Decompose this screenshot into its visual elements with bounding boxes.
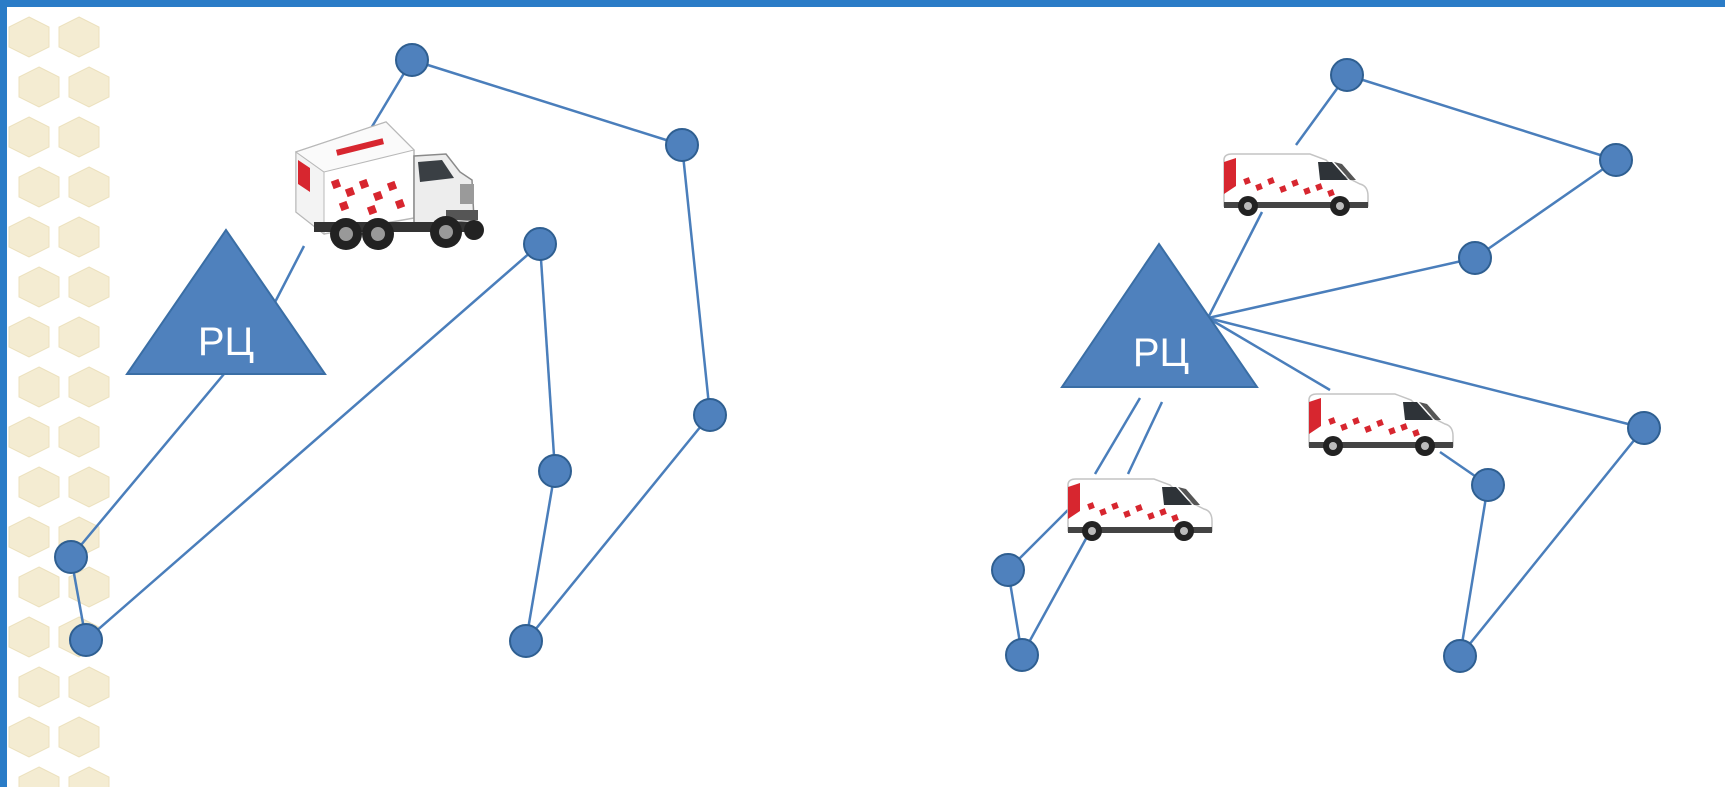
delivery-point <box>395 43 429 77</box>
pattern-box-icon <box>18 666 60 708</box>
delivery-point <box>1471 468 1505 502</box>
route-line <box>411 58 683 147</box>
pattern-box-icon <box>8 516 50 558</box>
delivery-point <box>693 398 727 432</box>
route-line <box>1126 401 1164 475</box>
pattern-box-icon <box>18 366 60 408</box>
delivery-point <box>1599 143 1633 177</box>
van-icon <box>1067 478 1213 542</box>
pattern-box-icon <box>58 416 100 458</box>
delivery-point <box>665 128 699 162</box>
pattern-box-icon <box>58 716 100 758</box>
pattern-box-icon <box>58 316 100 358</box>
delivery-point <box>54 540 88 574</box>
route-line <box>1458 484 1490 657</box>
route-line <box>680 144 712 416</box>
route-line <box>1207 316 1331 392</box>
distribution-center-triangle <box>1060 242 1259 388</box>
route-line <box>1206 211 1264 319</box>
distribution-center-label: РЦ <box>198 320 254 364</box>
pattern-box-icon <box>18 566 60 608</box>
van-icon <box>1223 153 1369 217</box>
pattern-box-icon <box>68 266 110 308</box>
pattern-box-icon <box>18 266 60 308</box>
right-scheme: РЦ <box>991 58 1661 673</box>
route-line <box>525 414 711 642</box>
truck-icon <box>295 121 485 251</box>
route-line <box>538 243 557 472</box>
route-line <box>70 373 225 558</box>
van-icon <box>1308 393 1454 457</box>
pattern-box-icon <box>58 16 100 58</box>
pattern-box-icon <box>58 216 100 258</box>
delivery-point <box>1005 638 1039 672</box>
route-line <box>1474 158 1617 260</box>
pattern-box-icon <box>8 116 50 158</box>
route-line <box>1020 534 1090 656</box>
distribution-center-label: РЦ <box>1133 331 1189 375</box>
pattern-box-icon <box>18 66 60 108</box>
pattern-box-icon <box>68 666 110 708</box>
pattern-box-icon <box>68 466 110 508</box>
delivery-point <box>1443 639 1477 673</box>
delivery-point <box>509 624 543 658</box>
route-line <box>1346 73 1617 162</box>
pattern-box-icon <box>18 466 60 508</box>
delivery-point <box>1627 411 1661 445</box>
delivery-point <box>991 553 1025 587</box>
distribution-center-triangle <box>125 228 327 375</box>
left-scheme: РЦ <box>54 43 727 658</box>
frame-top-bar <box>0 0 1725 7</box>
box-pattern-background <box>8 16 110 787</box>
pattern-box-icon <box>8 716 50 758</box>
delivery-point <box>1458 241 1492 275</box>
route-line <box>1459 427 1645 657</box>
pattern-box-icon <box>68 766 110 787</box>
pattern-box-icon <box>68 66 110 108</box>
delivery-point <box>69 623 103 657</box>
route-line <box>1207 316 1645 430</box>
route-line <box>270 245 306 309</box>
pattern-box-icon <box>8 216 50 258</box>
route-line <box>1207 256 1476 320</box>
pattern-box-icon <box>58 116 100 158</box>
delivery-point <box>1330 58 1364 92</box>
route-line <box>524 470 557 642</box>
delivery-point <box>538 454 572 488</box>
pattern-box-icon <box>8 616 50 658</box>
pattern-box-icon <box>8 416 50 458</box>
frame-left-bar <box>0 0 7 787</box>
delivery-point <box>523 227 557 261</box>
pattern-box-icon <box>68 166 110 208</box>
pattern-box-icon <box>8 16 50 58</box>
pattern-box-icon <box>8 316 50 358</box>
pattern-box-icon <box>18 166 60 208</box>
pattern-box-icon <box>18 766 60 787</box>
pattern-box-icon <box>68 366 110 408</box>
route-line <box>85 243 541 641</box>
route-line <box>1093 397 1142 475</box>
